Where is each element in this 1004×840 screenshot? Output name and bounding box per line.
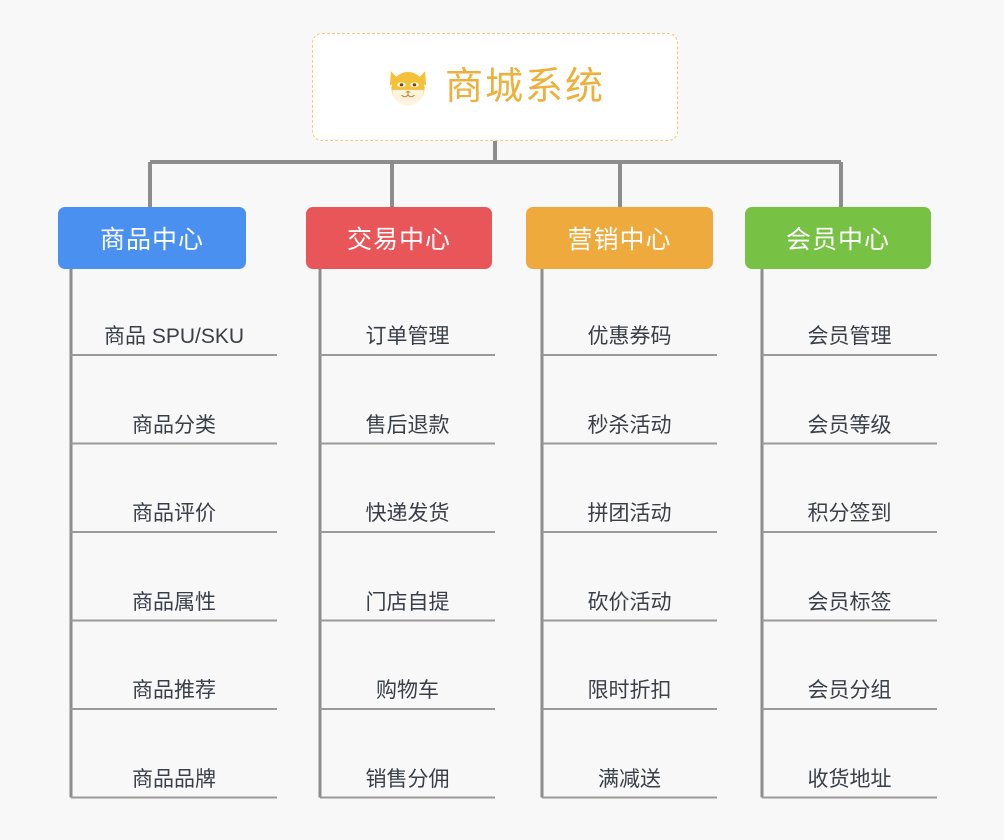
leaf-label: 快递发货 [365,502,450,525]
leaf-item[interactable]: 门店自提 [320,591,495,617]
category-label: 商品中心 [99,226,204,254]
category-label: 营销中心 [567,226,672,254]
leaf-item[interactable]: 优惠券码 [542,325,717,351]
leaf-label: 门店自提 [365,590,450,614]
leaf-item[interactable]: 商品推荐 [71,679,277,705]
leaf-label: 销售分佣 [365,767,450,791]
leaf-item[interactable]: 快递发货 [320,502,495,528]
leaf-label: 售后退款 [365,413,450,437]
leaf-label: 会员管理 [807,325,892,348]
leaf-label: 拼团活动 [587,502,672,525]
leaf-item[interactable]: 售后退款 [320,414,495,440]
leaf-item[interactable]: 商品 SPU/SKU [71,325,277,351]
category-box-2[interactable]: 交易中心 [306,207,492,269]
leaf-label: 会员标签 [807,590,892,614]
category-box-4[interactable]: 会员中心 [745,207,931,269]
leaf-label: 会员分组 [807,679,892,702]
leaf-label: 会员等级 [807,413,892,437]
leaf-label: 商品品牌 [132,767,216,791]
leaf-label: 商品推荐 [132,679,216,702]
leaf-label: 秒杀活动 [587,413,672,437]
leaf-label: 砍价活动 [587,590,672,614]
leaf-label: 积分签到 [807,502,892,525]
leaf-label: 商品 SPU/SKU [103,325,245,348]
leaf-item[interactable]: 满减送 [542,768,717,794]
leaf-item[interactable]: 购物车 [320,679,495,705]
root-title: 商城系统 [444,66,605,108]
leaf-label: 订单管理 [365,325,450,348]
leaf-item[interactable]: 商品属性 [71,591,277,617]
root-node[interactable]: 商城系统 [312,33,678,141]
leaf-item[interactable]: 会员标签 [762,591,937,617]
leaf-item[interactable]: 会员管理 [762,325,937,351]
leaf-label: 商品分类 [132,413,216,437]
leaf-label: 收货地址 [807,767,892,791]
leaf-item[interactable]: 商品品牌 [71,768,277,794]
leaf-label: 商品属性 [132,590,216,614]
leaf-item[interactable]: 收货地址 [762,768,937,794]
leaf-item[interactable]: 拼团活动 [542,502,717,528]
leaf-item[interactable]: 限时折扣 [542,679,717,705]
leaf-item[interactable]: 会员分组 [762,679,937,705]
leaf-item[interactable]: 商品分类 [71,414,277,440]
category-box-3[interactable]: 营销中心 [526,207,713,269]
leaf-item[interactable]: 商品评价 [71,502,277,528]
leaf-item[interactable]: 订单管理 [320,325,495,351]
leaf-label: 购物车 [376,679,439,702]
shiba-dog-icon [385,64,431,110]
leaf-item[interactable]: 会员等级 [762,414,937,440]
leaf-label: 优惠券码 [587,325,672,348]
leaf-item[interactable]: 秒杀活动 [542,414,717,440]
category-box-1[interactable]: 商品中心 [58,207,246,269]
leaf-label: 限时折扣 [587,679,672,702]
category-label: 交易中心 [346,226,451,254]
leaf-item[interactable]: 积分签到 [762,502,937,528]
category-label: 会员中心 [785,226,890,254]
leaf-label: 商品评价 [132,502,216,525]
leaf-label: 满减送 [598,767,661,791]
leaf-item[interactable]: 砍价活动 [542,591,717,617]
leaf-item[interactable]: 销售分佣 [320,768,495,794]
